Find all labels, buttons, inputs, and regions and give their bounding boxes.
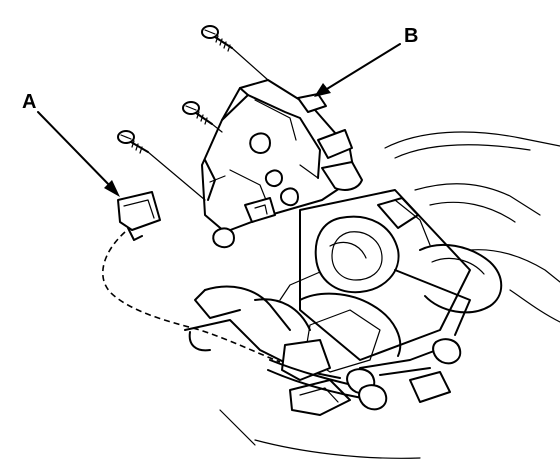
dashboard-outline [219,131,560,459]
callout-label-b: B [404,25,418,47]
steering-column-icon [184,189,503,416]
leader-arrow-b [314,43,401,97]
wire-harness-dashed [101,231,281,363]
screw-icon [117,130,206,201]
leader-arrow-a [37,111,120,197]
callout-label-a: A [22,91,36,113]
screw-icon [182,101,223,133]
screw-icon [201,25,269,81]
clip-icon [117,191,161,241]
motor-unit-icon [201,79,363,249]
